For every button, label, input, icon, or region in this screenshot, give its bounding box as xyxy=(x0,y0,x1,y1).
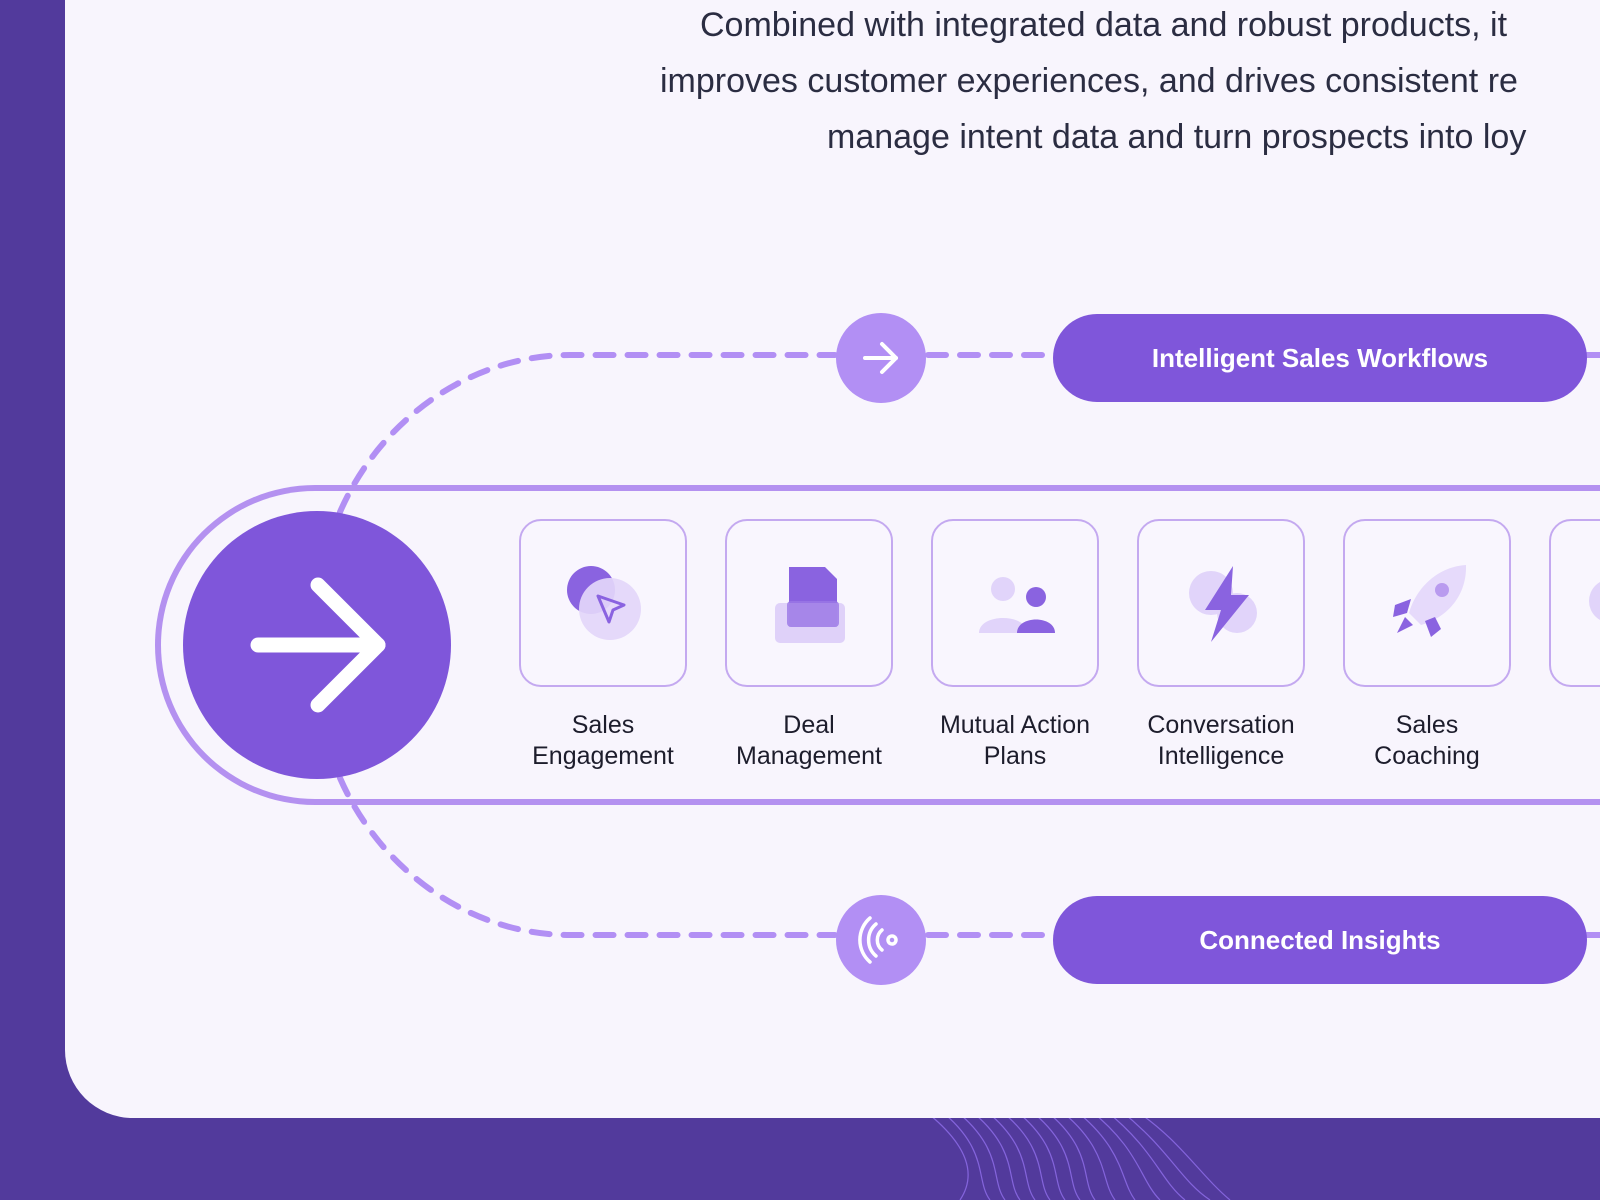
tile-label-sales-engagement: Sales Engagement xyxy=(503,710,703,772)
arrow-right-icon xyxy=(250,577,386,713)
workflow-node[interactable] xyxy=(836,313,926,403)
arrow-right-icon xyxy=(863,342,898,374)
users-icon xyxy=(979,577,1055,633)
platform-rail xyxy=(155,485,1600,805)
intelligent-sales-workflows-pill[interactable]: Intelligent Sales Workflows xyxy=(1053,314,1587,402)
tile-label-line: Conversation xyxy=(1147,711,1295,739)
insights-node[interactable] xyxy=(836,895,926,985)
tile-label-line: Coaching xyxy=(1374,742,1480,770)
partial-icon xyxy=(1589,581,1600,621)
tile-sales-engagement[interactable] xyxy=(519,519,687,687)
cursor-click-icon xyxy=(567,566,641,640)
broadcast-icon xyxy=(858,916,898,964)
bottom-dashed-curve xyxy=(337,775,838,938)
intro-line-3: manage intent data and turn prospects in… xyxy=(827,118,1527,156)
tile-conversation-intelligence[interactable] xyxy=(1137,519,1305,687)
tile-label-line: Sales xyxy=(571,711,635,739)
connected-insights-pill[interactable]: Connected Insights xyxy=(1053,896,1587,984)
pill-label: Connected Insights xyxy=(1199,924,1441,955)
tile-label-line: Deal xyxy=(783,711,835,739)
main-arrow-button[interactable] xyxy=(183,511,451,779)
tile-label-line: Sales xyxy=(1395,711,1459,739)
intro-line-1: Combined with integrated data and robust… xyxy=(700,6,1508,44)
tile-label-line: Mutual Action xyxy=(939,711,1091,739)
tile-label-line: Plans xyxy=(983,742,1047,770)
tile-label-partial: Ir xyxy=(1533,710,1600,741)
pill-label: Intelligent Sales Workflows xyxy=(1151,342,1489,373)
tile-label-line: Management xyxy=(736,742,882,770)
tile-deal-management[interactable] xyxy=(725,519,893,687)
tile-label-conversation-intelligence: Conversation Intelligence xyxy=(1121,710,1321,772)
tile-sales-coaching[interactable] xyxy=(1343,519,1511,687)
lightning-icon xyxy=(1189,566,1257,642)
tile-label-line: Intelligence xyxy=(1157,742,1285,770)
tile-label-mutual-action-plans: Mutual Action Plans xyxy=(915,710,1115,772)
intro-line-2: improves customer experiences, and drive… xyxy=(660,62,1518,100)
tile-mutual-action-plans[interactable] xyxy=(931,519,1099,687)
tile-label-sales-coaching: Sales Coaching xyxy=(1327,710,1527,772)
top-dashed-curve xyxy=(337,352,838,515)
rocket-icon xyxy=(1393,565,1467,637)
tile-label-deal-management: Deal Management xyxy=(709,710,909,772)
tile-partial[interactable] xyxy=(1549,519,1600,687)
tile-label-line: Ir xyxy=(1533,710,1600,741)
folder-file-icon xyxy=(775,567,845,643)
tile-label-line: Engagement xyxy=(532,742,674,770)
